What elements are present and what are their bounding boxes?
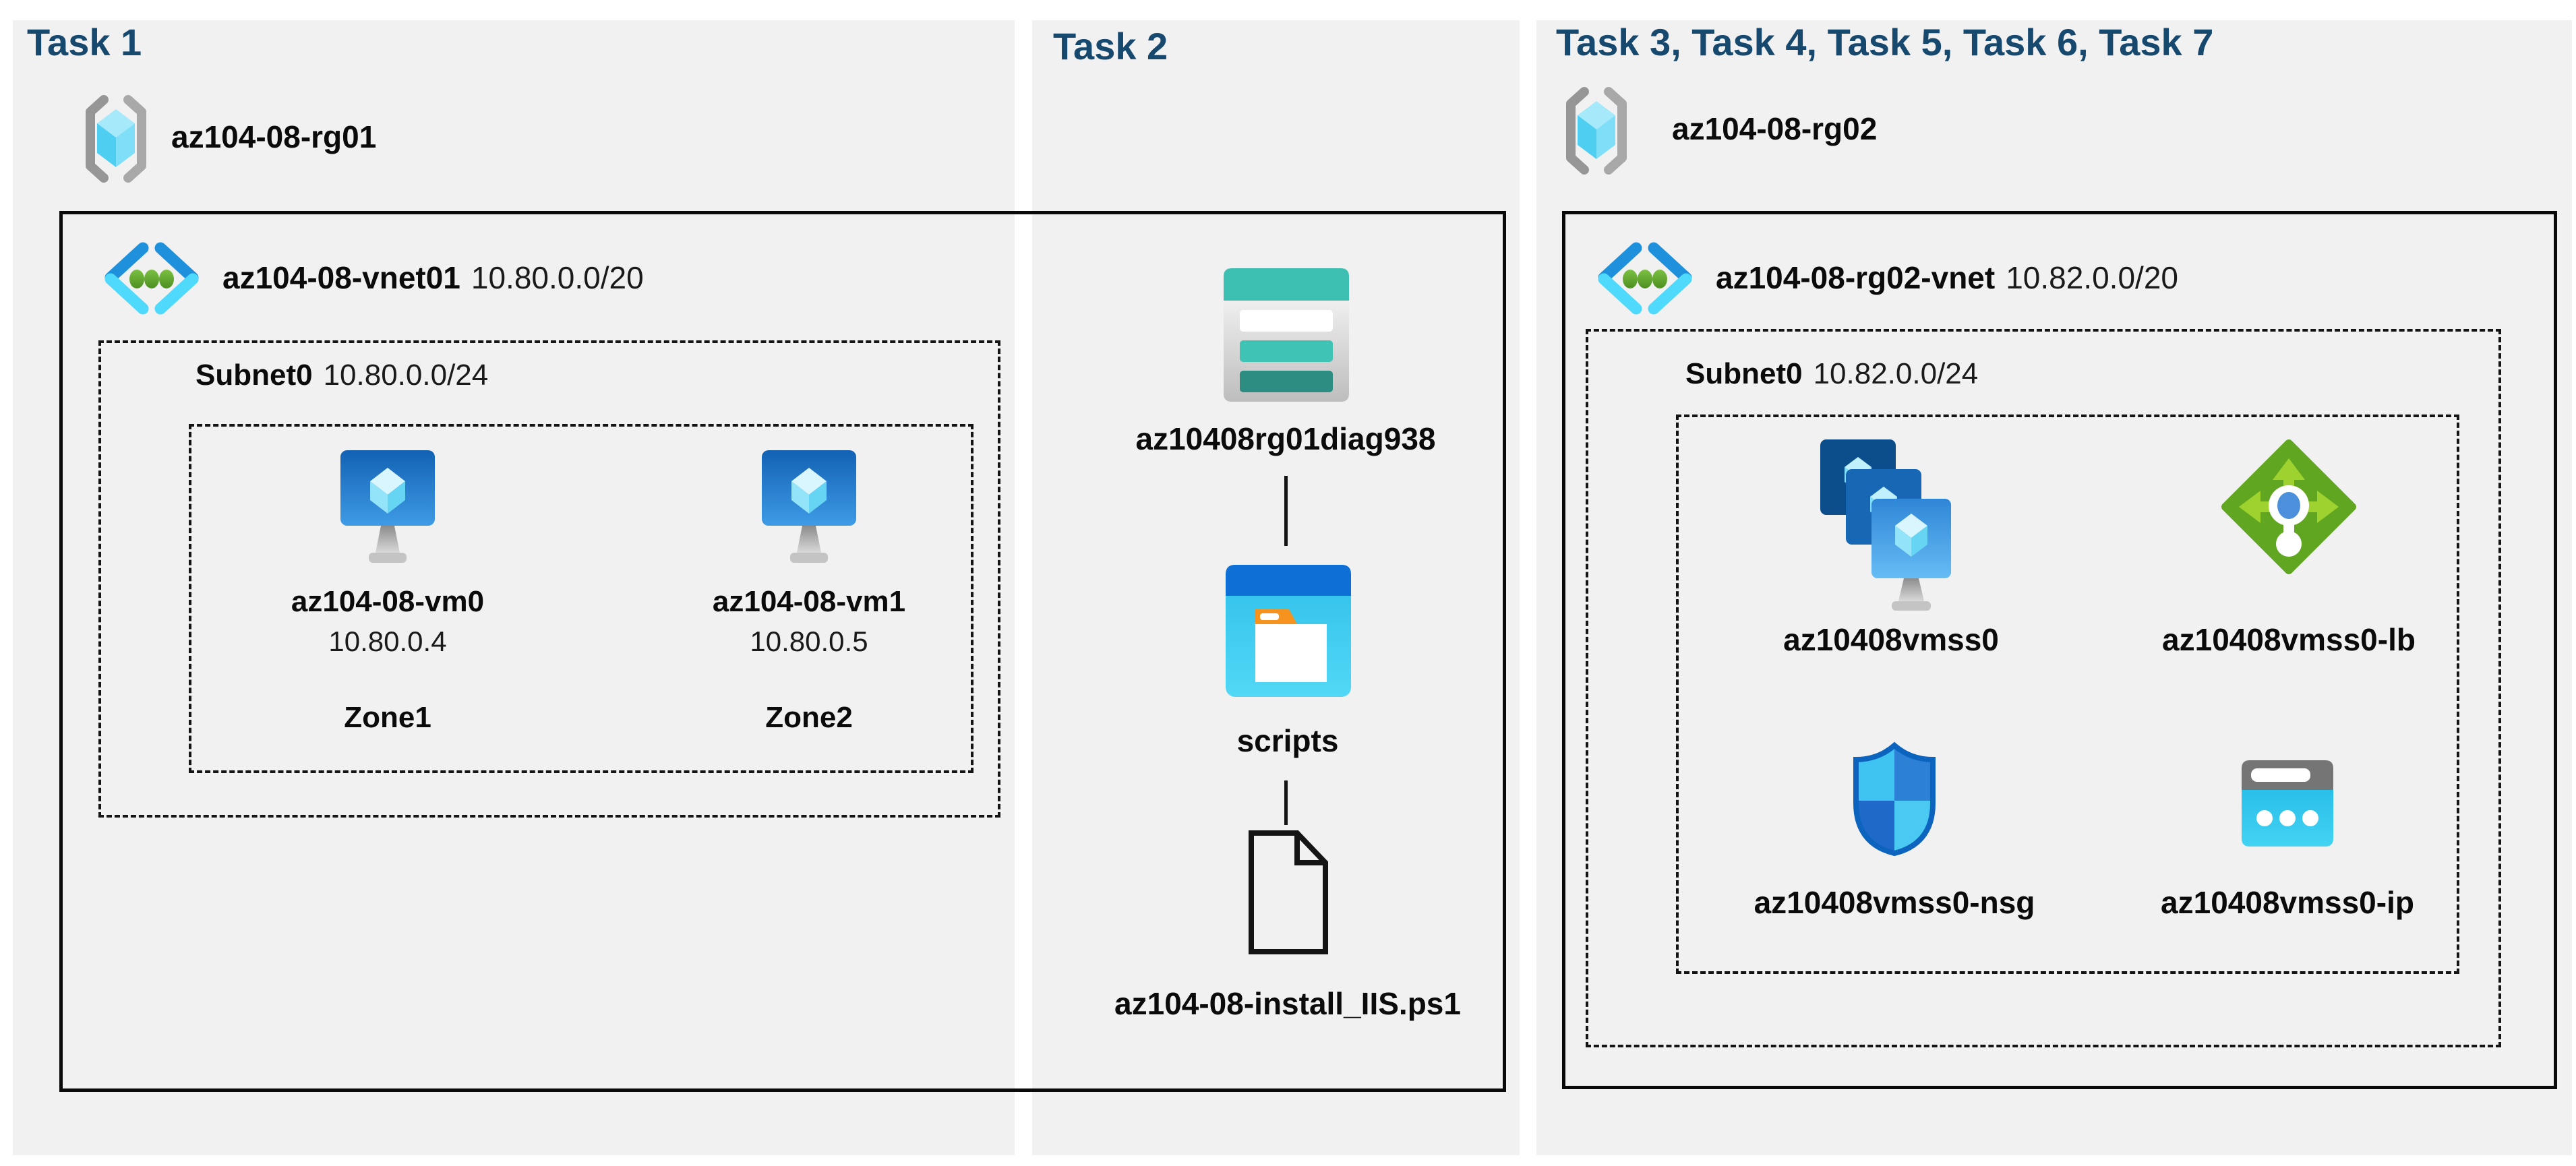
vm-group-boundary	[189, 424, 974, 773]
vmss-group-boundary	[1676, 415, 2459, 974]
vnet2-boundary	[1562, 211, 2557, 1089]
task1-title: Task 1	[27, 21, 142, 63]
virtual-machine-icon	[340, 450, 435, 572]
script-file-name: az104-08-install_IIS.ps1	[1114, 986, 1461, 1021]
container-name: scripts	[1236, 723, 1339, 758]
vnet2-cidr: 10.82.0.0/20	[2006, 260, 2178, 295]
resource-group-icon	[81, 94, 151, 183]
public-ip-icon	[2242, 756, 2333, 847]
task3-panel	[1536, 20, 2572, 1155]
storage-account-icon	[1224, 268, 1349, 402]
file-icon	[1245, 828, 1331, 957]
resource-group-name: az104-08-rg01	[171, 119, 377, 154]
vm-scale-set-icon	[1820, 439, 1955, 615]
virtual-network-icon	[1593, 241, 1697, 315]
connector-storage-scripts	[1284, 476, 1288, 546]
vm1-name: az104-08-vm1	[712, 585, 906, 618]
virtual-network-icon	[100, 241, 204, 315]
subnet1-label: Subnet0 10.80.0.0/24	[196, 359, 488, 392]
vnet1-boundary	[59, 211, 1506, 1092]
vm1-zone: Zone2	[765, 701, 853, 734]
subnet1-boundary	[98, 340, 1000, 818]
vnet2-name: az104-08-rg02-vnet	[1716, 260, 1996, 295]
connector-scripts-file	[1284, 780, 1288, 825]
nsg-name: az10408vmss0-nsg	[1754, 885, 2035, 920]
vm0-zone: Zone1	[344, 701, 431, 734]
resource-group-icon	[1561, 86, 1631, 175]
blob-container-icon	[1226, 565, 1351, 697]
load-balancer-name: az10408vmss0-lb	[2162, 622, 2416, 657]
vm1-ip: 10.80.0.5	[750, 625, 868, 657]
subnet2-boundary	[1586, 329, 2501, 1047]
task1-panel	[13, 20, 1015, 1155]
subnet1-name: Subnet0	[196, 359, 313, 392]
vm0-name: az104-08-vm0	[291, 585, 485, 618]
vnet2-label: az104-08-rg02-vnet 10.82.0.0/20	[1716, 259, 2178, 296]
subnet2-cidr: 10.82.0.0/24	[1813, 357, 1979, 390]
subnet2-label: Subnet0 10.82.0.0/24	[1685, 357, 1978, 391]
network-security-group-icon	[1847, 741, 1942, 857]
storage-account-name: az10408rg01diag938	[1135, 421, 1436, 456]
virtual-machine-icon	[762, 450, 856, 572]
vnet1-label: az104-08-vnet01 10.80.0.0/20	[222, 259, 644, 296]
vnet1-name: az104-08-vnet01	[222, 260, 460, 295]
public-ip-name: az10408vmss0-ip	[2161, 885, 2414, 920]
vmss-name: az10408vmss0	[1783, 622, 1999, 657]
vm0-ip: 10.80.0.4	[328, 625, 447, 657]
subnet2-name: Subnet0	[1685, 357, 1803, 390]
resource-group-name: az104-08-rg02	[1672, 111, 1878, 146]
subnet1-cidr: 10.80.0.0/24	[323, 359, 489, 392]
task2-title: Task 2	[1053, 25, 1168, 67]
vnet1-cidr: 10.80.0.0/20	[471, 260, 644, 295]
load-balancer-icon	[2221, 439, 2356, 577]
task3-title: Task 3, Task 4, Task 5, Task 6, Task 7	[1556, 21, 2214, 63]
